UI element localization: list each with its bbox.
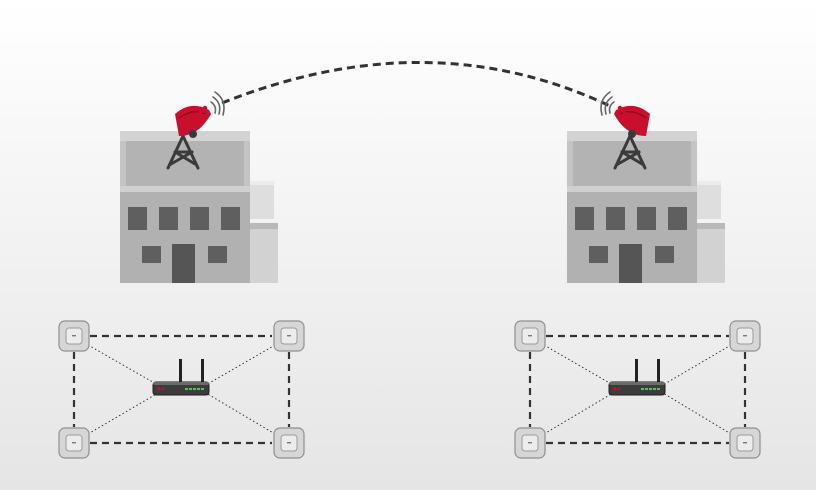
left-network xyxy=(58,320,305,459)
wireless-router-icon xyxy=(152,358,210,396)
access-point-icon xyxy=(729,427,761,459)
access-point-icon xyxy=(514,427,546,459)
access-point-icon xyxy=(58,320,90,352)
access-point-icon xyxy=(729,320,761,352)
wireless-bridge-link xyxy=(221,61,613,109)
access-point-icon xyxy=(58,427,90,459)
building-icon xyxy=(565,129,727,285)
access-point-icon xyxy=(273,427,305,459)
right-network xyxy=(514,320,761,459)
access-point-icon xyxy=(273,320,305,352)
wireless-router-icon xyxy=(608,358,666,396)
building-icon xyxy=(118,129,280,285)
access-point-icon xyxy=(514,320,546,352)
